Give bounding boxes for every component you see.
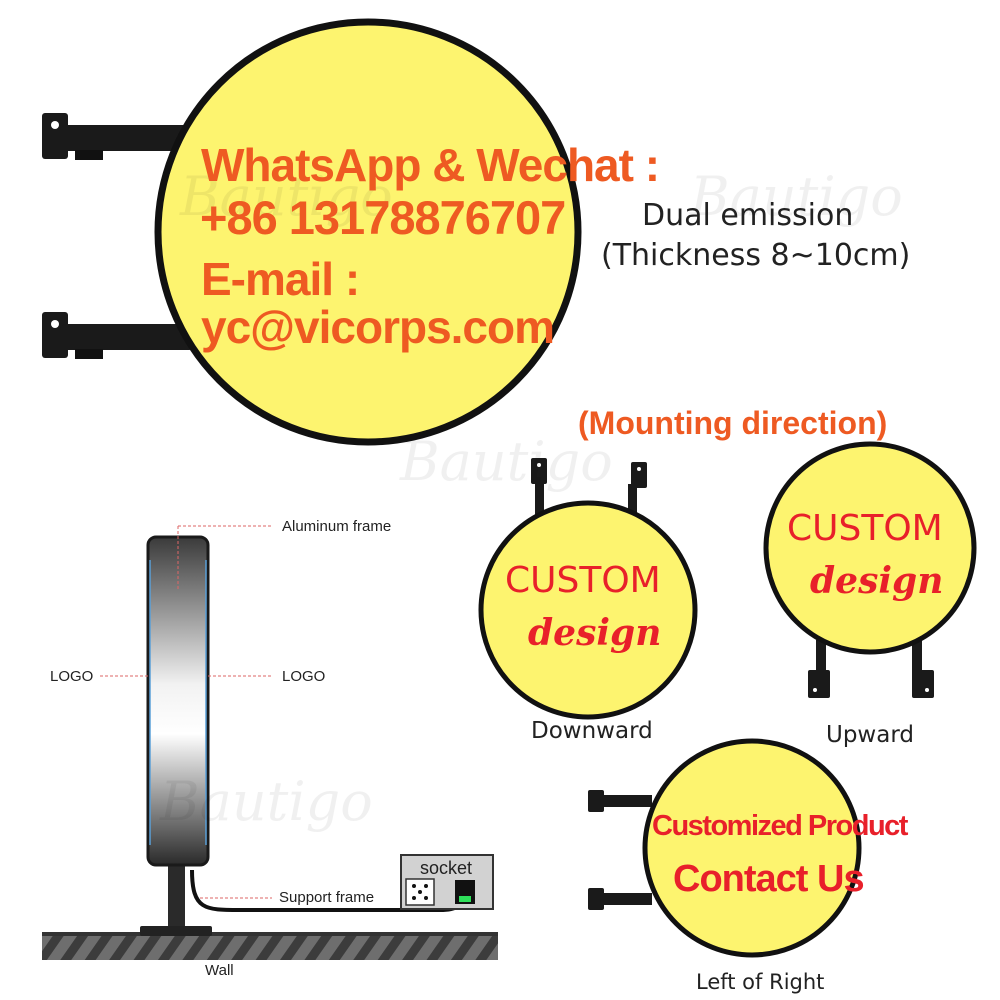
- side-customized-product-text: Customized Product: [652, 810, 908, 842]
- side-sign-face: [642, 738, 862, 958]
- thickness-subtitle: (Thickness 8~10cm): [601, 238, 911, 273]
- watermark-3: Bautigo: [400, 430, 613, 493]
- wall-base: [42, 934, 498, 960]
- watermark-1: Bautigo: [180, 165, 393, 228]
- upward-caption: Upward: [826, 722, 914, 748]
- upward-bracket: [808, 640, 934, 698]
- upward-sign-face: [763, 441, 977, 655]
- main-sign-face: [154, 18, 582, 446]
- downward-bracket: [531, 458, 647, 530]
- main-sign-whatsapp-label: WhatsApp & Wechat :: [201, 139, 660, 191]
- watermark-2: Bautigo: [690, 165, 903, 228]
- main-sign-brackets: [42, 113, 195, 359]
- upward-design-text: design: [810, 560, 944, 602]
- dual-emission-title: Dual emission: [642, 198, 854, 233]
- logo-right-label: LOGO: [282, 668, 326, 685]
- side-contact-us-text: Contact Us: [673, 858, 865, 900]
- main-sign-phone: +86 13178876707: [200, 191, 566, 244]
- support-post: [168, 862, 185, 934]
- support-frame-label: Support frame: [279, 889, 375, 906]
- socket-label: socket: [420, 858, 473, 878]
- side-bracket: [588, 790, 652, 910]
- aluminum-frame-label: Aluminum frame: [282, 518, 392, 535]
- upward-custom-text: CUSTOM: [787, 508, 943, 549]
- main-sign-email: yc@vicorps.com: [201, 301, 555, 353]
- watermark-4: Bautigo: [160, 770, 373, 833]
- wall-label: Wall: [205, 962, 234, 979]
- side-caption: Left of Right: [696, 970, 825, 994]
- downward-custom-text: CUSTOM: [505, 560, 661, 601]
- cross-section-diagram: [42, 525, 498, 960]
- mounting-direction-heading: (Mounting direction): [578, 405, 888, 441]
- downward-caption: Downward: [531, 718, 653, 744]
- downward-design-text: design: [528, 612, 662, 654]
- logo-left-label: LOGO: [50, 668, 94, 685]
- main-sign-email-label: E-mail :: [201, 253, 360, 305]
- downward-sign-face: [478, 500, 698, 720]
